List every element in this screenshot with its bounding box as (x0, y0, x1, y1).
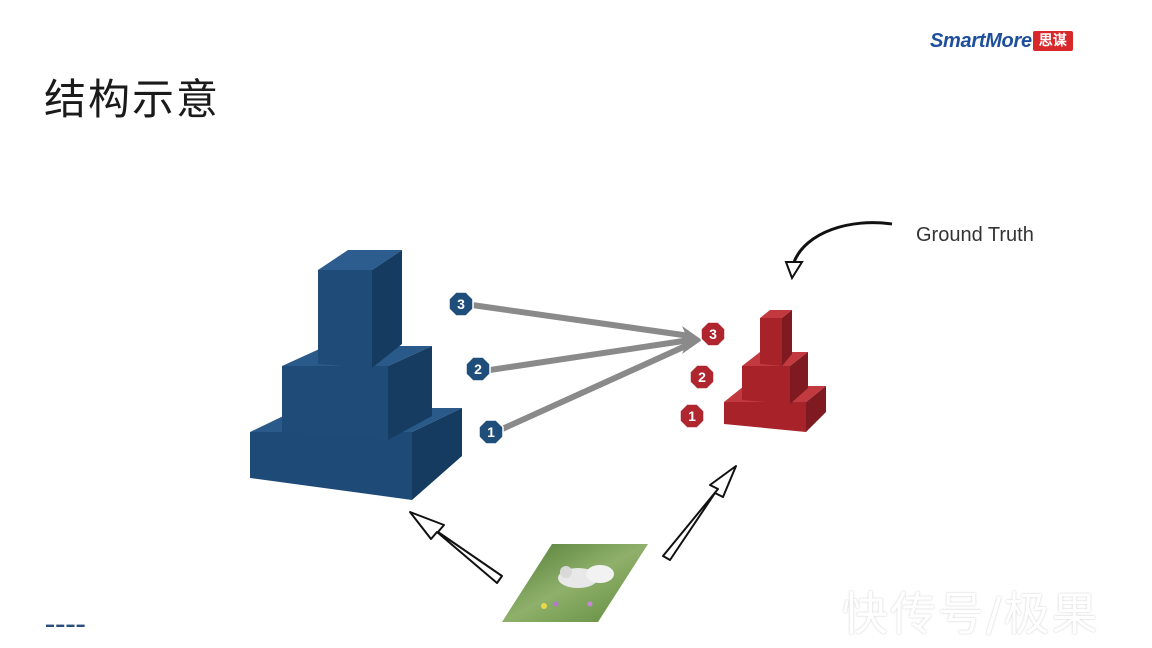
red-badge-2: 2 (689, 364, 715, 390)
arrow-to-ground-truth (662, 465, 737, 561)
connector-2 (487, 337, 693, 373)
red-tier-bottom-front (724, 402, 806, 432)
arrow-to-prediction (409, 511, 503, 584)
red-tier-bottom-side (806, 386, 826, 432)
watermark: 快传号/极果 (842, 587, 1100, 641)
red-badge-3: 3 (700, 321, 726, 347)
blue-tier-middle-side (388, 346, 432, 440)
red-tier-top-top (760, 310, 792, 318)
blue-tier-top-top (318, 250, 402, 270)
blue-badge-1: 1 (478, 419, 504, 445)
smartmore-logo: SmartMore 思谋 (930, 28, 1073, 54)
red-badge-1-label: 1 (688, 408, 696, 424)
blue-tier-bottom-front (250, 432, 412, 500)
footnote-mark: ▬ ▬ ▬ ▬ (46, 620, 85, 629)
input-image (502, 544, 648, 622)
red-tier-top-side (782, 310, 792, 366)
blue-badge-2-label: 2 (474, 361, 482, 377)
slide-title: 结构示意 (44, 75, 221, 124)
blue-tier-bottom-side (412, 408, 462, 500)
ground-truth-badges: 3 2 1 (679, 321, 726, 429)
connector-1 (497, 341, 693, 433)
ground-truth-pyramid (724, 310, 826, 432)
red-badge-1: 1 (679, 403, 705, 429)
prediction-badges: 3 2 1 (448, 291, 504, 445)
red-tier-middle-side (790, 352, 808, 404)
connector-3 (469, 302, 693, 339)
blue-badge-3-label: 3 (457, 296, 465, 312)
red-badge-3-label: 3 (709, 326, 717, 342)
red-tier-middle-front (742, 366, 790, 404)
blue-badge-1-label: 1 (487, 424, 495, 440)
blue-badge-3: 3 (448, 291, 474, 317)
logo-badge: 思谋 (1032, 31, 1073, 51)
ground-truth-label: Ground Truth (916, 224, 1034, 246)
ground-truth-curved-arrow (784, 221, 893, 281)
red-tier-top-front (760, 318, 782, 366)
input-arrows (409, 465, 737, 584)
blue-tier-top-side (372, 250, 402, 368)
feature-connectors (469, 302, 693, 433)
blue-badge-2: 2 (465, 356, 491, 382)
logo-text: SmartMore (930, 29, 1032, 52)
prediction-pyramid (250, 250, 462, 500)
connector-arrowhead (682, 326, 702, 354)
blue-tier-middle-front (282, 366, 388, 440)
red-badge-2-label: 2 (698, 369, 706, 385)
blue-tier-top-front (318, 270, 372, 368)
